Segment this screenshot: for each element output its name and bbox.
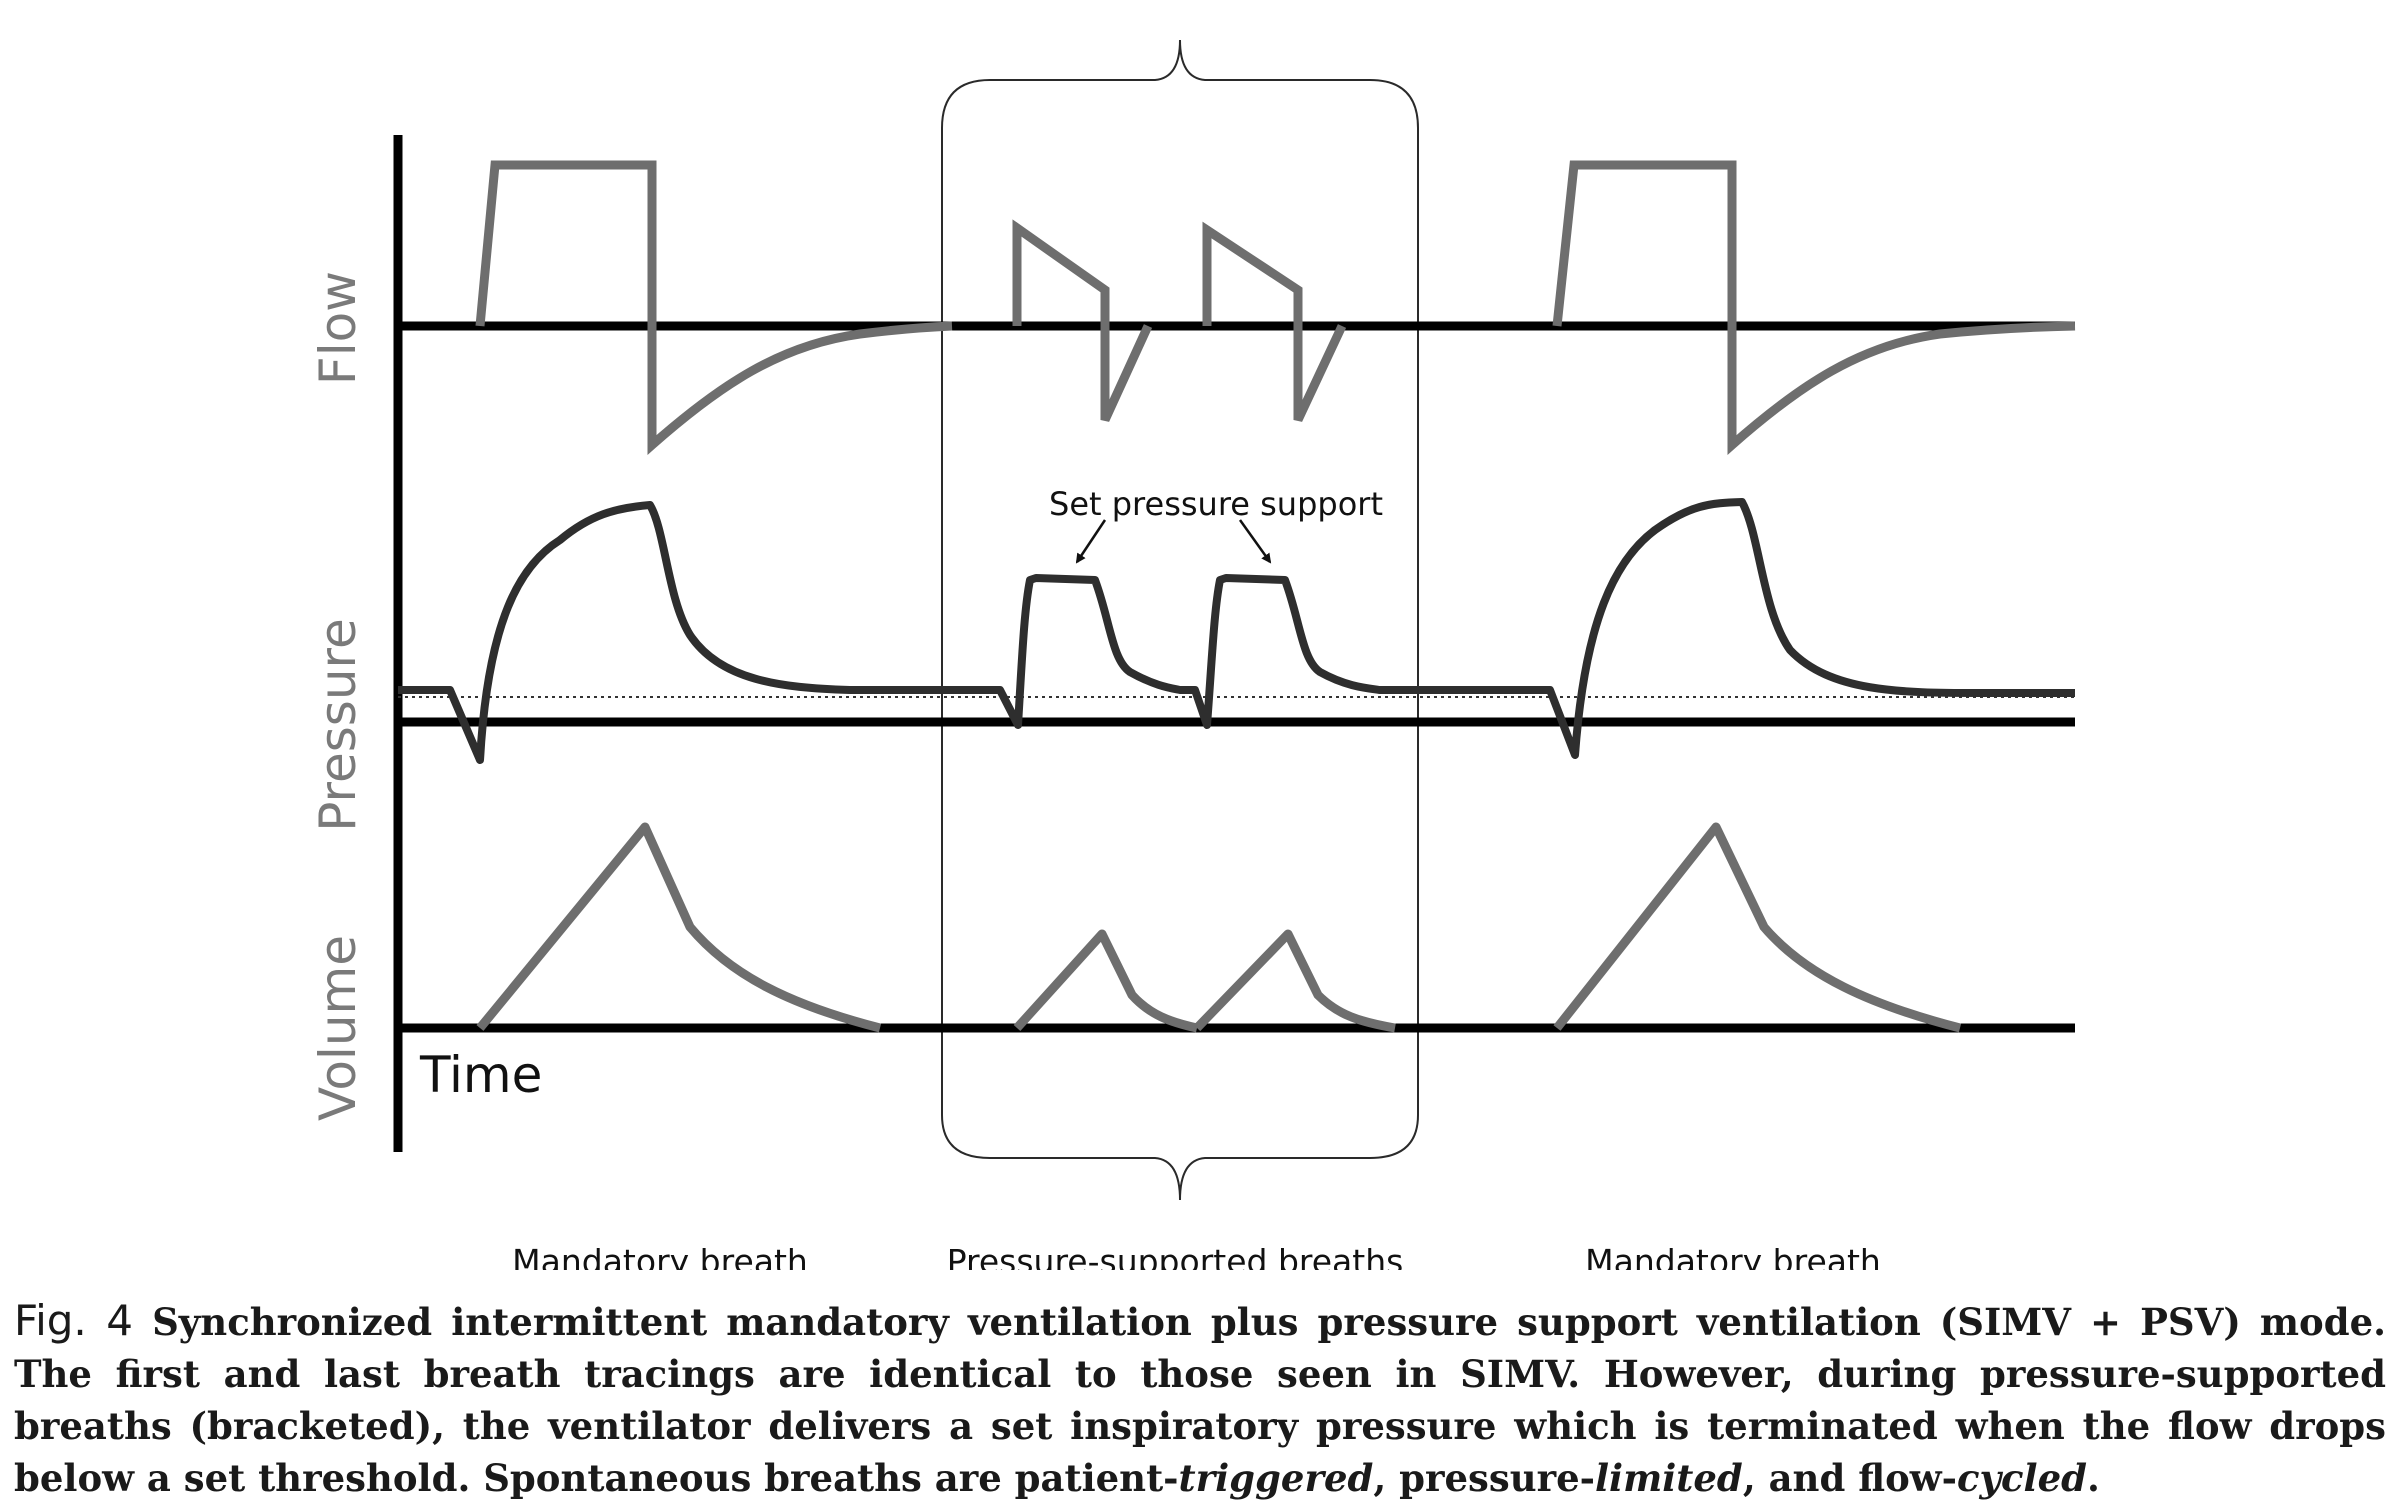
volume-mandatory-breath-2 [1553, 822, 1962, 1033]
pressure-supported-breaths-label: Pressure-supported breaths [947, 1242, 1404, 1270]
volume-mandatory-breath-1 [476, 822, 882, 1033]
volume-supported-breath-2 [1193, 929, 1396, 1033]
caption-emphasis-triggered: triggered [1178, 1456, 1374, 1500]
set-pressure-support-annotation: Set pressure support [1049, 485, 1383, 523]
volume-axis-label: Volume [309, 935, 367, 1121]
flow-mandatory-breath-2 [1552, 160, 2076, 455]
time-label: Time [419, 1046, 542, 1104]
caption-text-2: , pressure- [1373, 1456, 1595, 1500]
caption-emphasis-limited: limited [1594, 1456, 1743, 1500]
pressure-supported-bracket [941, 39, 1419, 1201]
caption-emphasis-cycled: cycled [1957, 1456, 2088, 1500]
mandatory-breath-label-1: Mandatory breath [512, 1242, 808, 1270]
flow-supported-breath-1 [1012, 219, 1153, 422]
ventilator-waveform-diagram: Flow Pressure Volume Time Set pressure s… [309, 39, 2076, 1270]
volume-supported-breath-1 [1013, 929, 1198, 1033]
flow-supported-breath-2 [1202, 221, 1347, 422]
pressure-waveform [398, 498, 2075, 764]
annotation-arrow-1 [1075, 519, 1107, 564]
figure-caption: Fig. 4 Synchronized intermittent mandato… [14, 1295, 2386, 1504]
caption-text-3: , and flow- [1742, 1456, 1957, 1500]
mandatory-breath-label-2: Mandatory breath [1585, 1242, 1881, 1270]
caption-text-1: Synchronized intermittent mandatory vent… [14, 1300, 2386, 1500]
pressure-axis-label: Pressure [309, 618, 367, 832]
annotation-arrow-2 [1238, 519, 1272, 564]
figure-number: Fig. 4 [14, 1296, 134, 1345]
caption-text-4: . [2087, 1456, 2100, 1500]
flow-mandatory-breath-1 [475, 160, 953, 455]
flow-axis-label: Flow [309, 271, 367, 385]
